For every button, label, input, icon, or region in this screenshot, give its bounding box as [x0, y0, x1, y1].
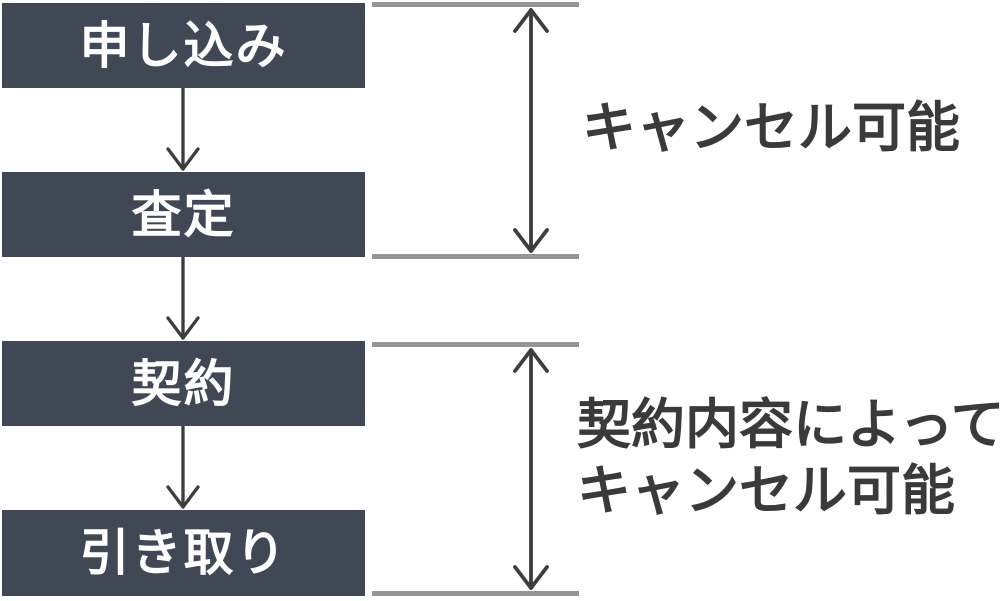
step-label-assessment: 査定	[131, 186, 236, 243]
bracket-line-top-cancellable	[372, 2, 579, 7]
annotation-cancellable-line: キャンセル可能	[582, 98, 960, 158]
step-label-pickup: 引き取り	[79, 525, 288, 581]
down-arrow-icon	[166, 88, 200, 171]
bracket-line-bottom-conditional	[372, 591, 579, 596]
annotation-cancellable: キャンセル可能	[582, 97, 960, 159]
double-arrow-icon	[513, 348, 549, 590]
double-arrow-icon	[513, 8, 549, 253]
step-label-application: 申し込み	[79, 17, 288, 74]
bracket-line-bottom-cancellable	[372, 254, 579, 259]
step-box-contract: 契約	[2, 341, 365, 426]
step-box-assessment: 査定	[2, 172, 365, 257]
step-box-pickup: 引き取り	[2, 510, 365, 596]
annotation-conditional-line-1: 契約内容によって	[577, 395, 1000, 455]
annotation-conditional-cancellable: 契約内容によって キャンセル可能	[577, 392, 1000, 524]
step-label-contract: 契約	[131, 355, 236, 412]
down-arrow-icon	[166, 257, 200, 340]
annotation-conditional-line-2: キャンセル可能	[577, 461, 955, 521]
bracket-line-top-conditional	[372, 342, 579, 347]
down-arrow-icon	[166, 426, 200, 509]
step-box-application: 申し込み	[2, 3, 365, 88]
